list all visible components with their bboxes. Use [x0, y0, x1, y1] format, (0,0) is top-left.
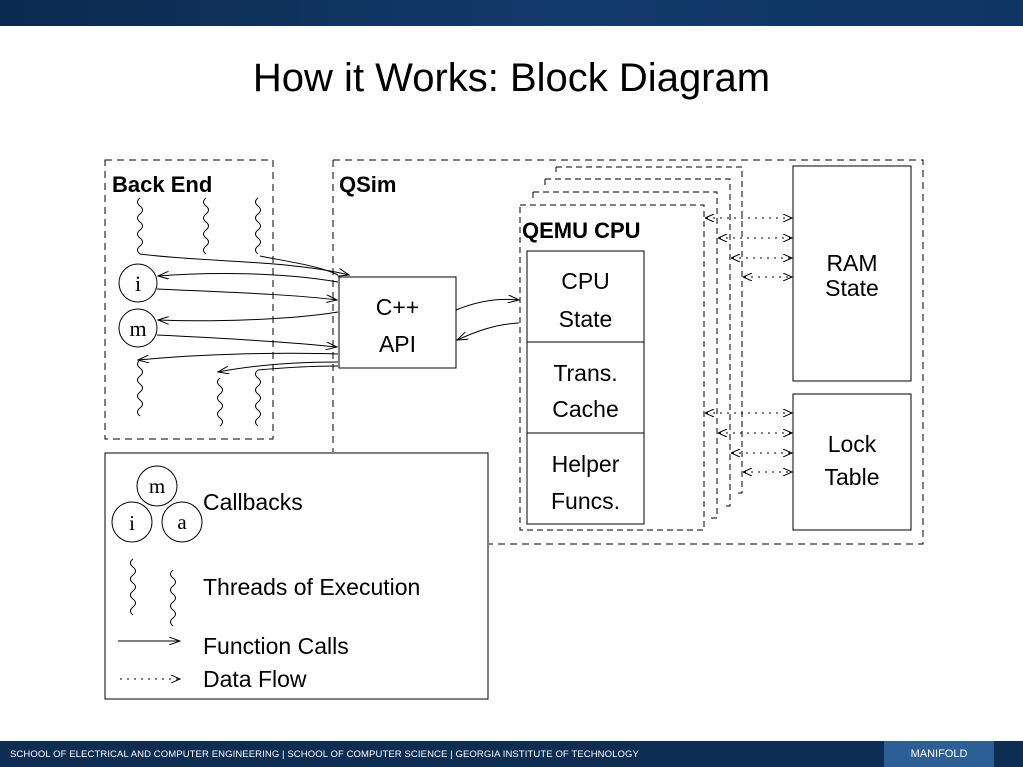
callback-m-circle [118, 308, 158, 348]
slide-title: How it Works: Block Diagram [252, 56, 771, 100]
lock-data-flow-arrows [706, 413, 792, 472]
helper-funcs-line2: Funcs. [551, 488, 620, 514]
legend-function-calls-label: Function Calls [203, 633, 349, 659]
legend-data-flow-label: Data Flow [203, 666, 307, 692]
ram-state-line1: RAM [826, 250, 877, 276]
qemu-cpu-label: QEMU CPU [522, 218, 641, 243]
qsim-box [332, 159, 924, 545]
back-end-label: Back End [112, 172, 212, 197]
trans-cache-line1: Trans. [553, 360, 617, 386]
legend-i-label: i [129, 511, 135, 535]
legend-thread-squiggles [130, 558, 176, 627]
legend-threads-label: Threads of Execution [203, 574, 420, 600]
cpp-api-line1: C++ [376, 294, 419, 320]
callback-m-label: m [129, 316, 146, 341]
lock-table-block [792, 393, 912, 531]
cpu-state-block [526, 250, 645, 343]
cpp-api-block [338, 276, 457, 369]
trans-cache-block [526, 341, 645, 434]
lock-table-line2: Table [825, 464, 880, 490]
cpp-api-line2: API [379, 331, 416, 357]
legend-m-circle [136, 465, 178, 507]
legend-m-label: m [149, 474, 165, 498]
legend-a-label: a [177, 510, 187, 534]
ram-state-line2: State [825, 275, 879, 301]
back-end-box [104, 159, 274, 440]
legend-callbacks-label: Callbacks [203, 489, 303, 515]
footer-bar [0, 741, 1023, 767]
api-qemu-calls [456, 299, 519, 340]
trans-cache-line2: Cache [552, 396, 618, 422]
legend-a-circle [161, 501, 203, 543]
footer-text: SCHOOL OF ELECTRICAL AND COMPUTER ENGINE… [10, 749, 639, 760]
qsim-label: QSim [339, 172, 396, 197]
qemu-cpu-stack [532, 166, 743, 519]
ram-state-block [792, 165, 912, 382]
lock-table-line1: Lock [828, 431, 877, 457]
ram-data-flow-arrows [706, 218, 792, 277]
helper-funcs-block [526, 432, 645, 525]
top-banner [0, 0, 1023, 26]
legend-i-circle [111, 501, 153, 543]
footer-tag: MANIFOLD [884, 741, 994, 767]
cpu-state-line1: CPU [561, 268, 610, 294]
back-end-threads [137, 197, 261, 427]
callback-i-label: i [135, 271, 141, 296]
qemu-cpu-box [519, 204, 705, 531]
helper-funcs-line1: Helper [552, 451, 620, 477]
back-end-api-calls [138, 253, 349, 372]
cpu-state-line2: State [559, 306, 613, 332]
callback-i-circle [118, 263, 158, 303]
